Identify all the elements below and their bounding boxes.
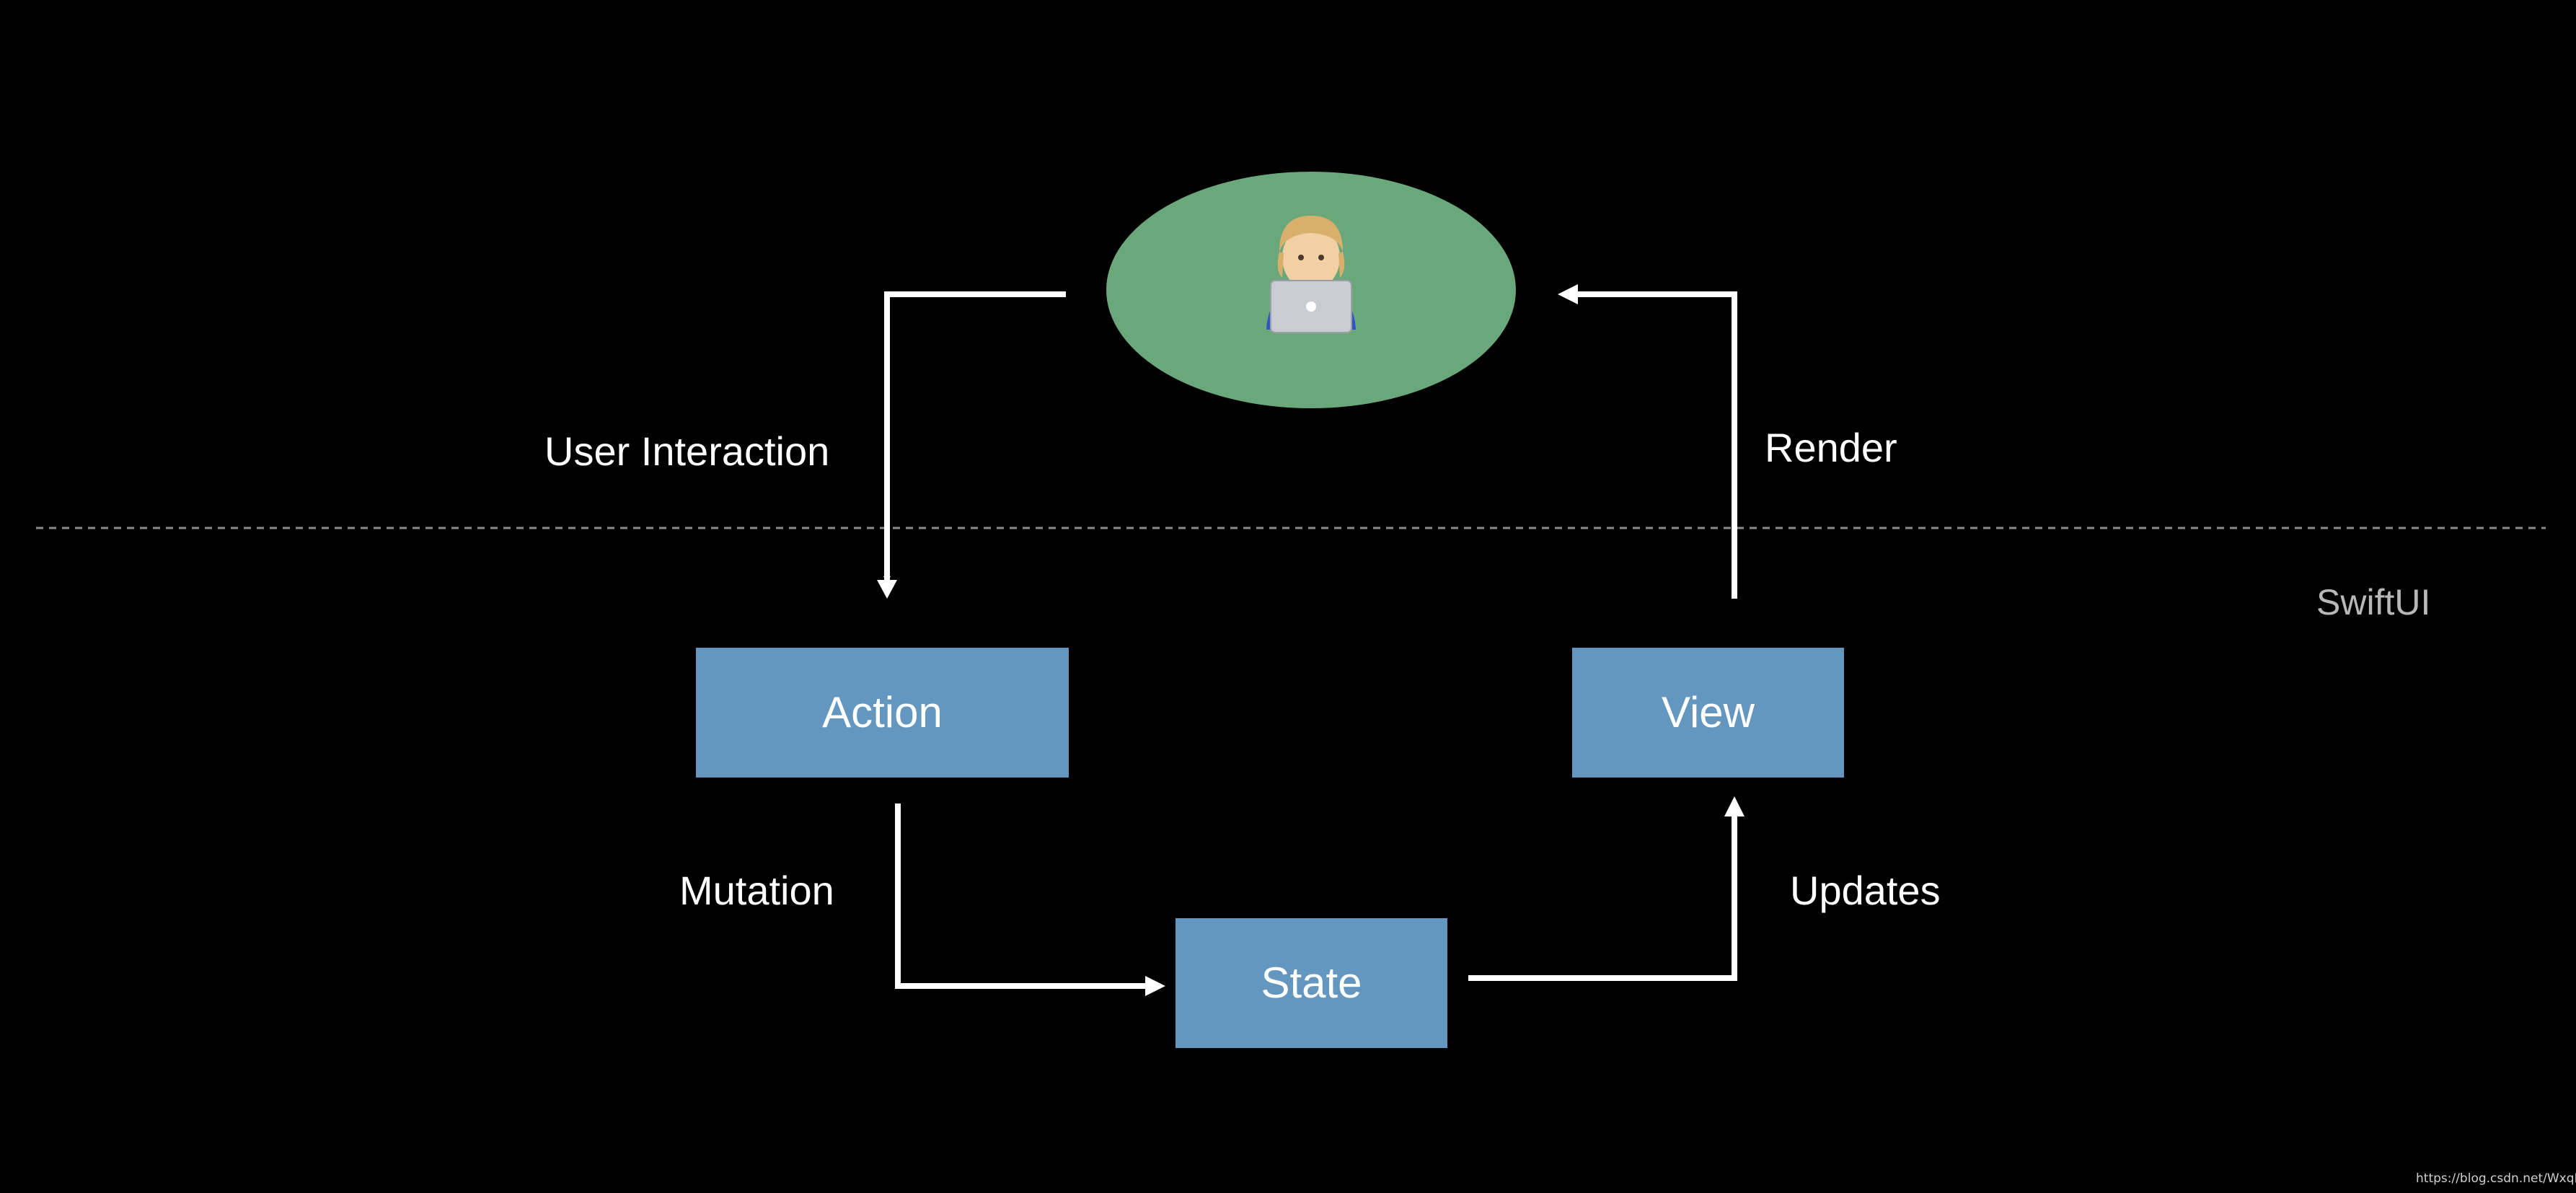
action-node-label: Action	[822, 688, 943, 736]
edge-render-arrow	[1574, 291, 1737, 599]
edge-label-updates: Updates	[1790, 868, 1941, 913]
edge-updates-arrowhead	[1724, 796, 1744, 816]
edge-mutation-arrowhead	[1145, 976, 1165, 996]
view-node: View	[1572, 648, 1844, 778]
edge-user-interaction-arrow	[883, 291, 1066, 584]
edge-user-interaction-arrowhead	[877, 580, 897, 599]
view-node-label: View	[1662, 688, 1755, 736]
edge-updates-arrow	[1468, 814, 1737, 981]
edge-label-mutation: Mutation	[679, 868, 834, 913]
watermark-url: https://blog.csdn.net/WxqHUT	[2416, 1171, 2576, 1186]
technologist-with-laptop-icon	[1266, 216, 1356, 333]
state-node-label: State	[1261, 959, 1362, 1007]
action-node: Action	[696, 648, 1069, 778]
edge-mutation-arrow	[895, 804, 1148, 989]
edge-render-arrowhead	[1558, 284, 1578, 304]
edge-label-render: Render	[1765, 425, 1897, 470]
state-node: State	[1175, 918, 1447, 1048]
edge-label-user-interaction: User Interaction	[544, 428, 830, 474]
swiftui-region-label: SwiftUI	[2316, 582, 2431, 622]
